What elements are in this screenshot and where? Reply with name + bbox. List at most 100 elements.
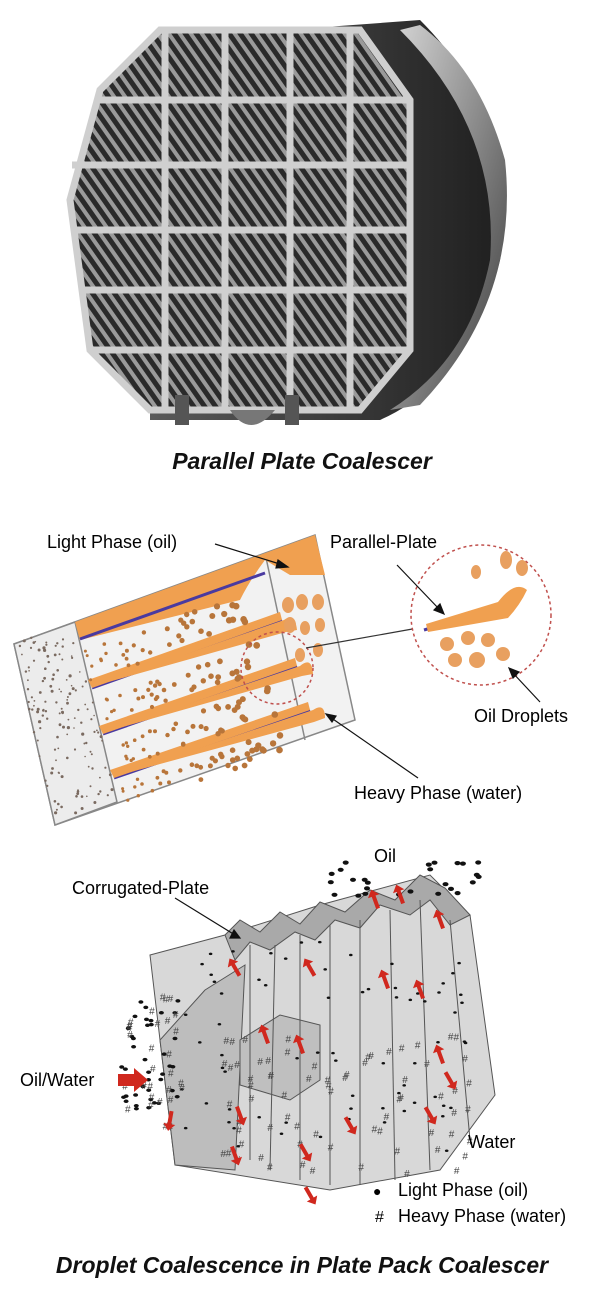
oil-dot bbox=[129, 1034, 135, 1039]
channel-droplet bbox=[104, 697, 108, 701]
inlet-droplet bbox=[99, 790, 102, 793]
inlet-droplet bbox=[44, 710, 48, 713]
inlet-droplet bbox=[84, 680, 88, 683]
water-mark: # bbox=[163, 1122, 169, 1133]
oil-dot bbox=[299, 941, 304, 944]
inlet-droplet bbox=[41, 714, 44, 717]
water-mark: # bbox=[286, 1035, 292, 1046]
water-mark: # bbox=[326, 1081, 332, 1092]
inlet-droplet bbox=[18, 644, 22, 648]
water-mark: # bbox=[168, 1095, 174, 1106]
channel-droplet bbox=[245, 739, 252, 746]
inlet-droplet bbox=[51, 767, 54, 770]
channel-droplet bbox=[131, 643, 136, 648]
water-mark: # bbox=[398, 1093, 404, 1104]
water-mark: # bbox=[227, 1100, 233, 1111]
magnifier-connector bbox=[305, 627, 419, 649]
channel-droplet bbox=[198, 724, 204, 730]
oil-dot bbox=[172, 1036, 178, 1041]
inlet-droplet bbox=[24, 670, 28, 673]
oil-dot bbox=[257, 1115, 262, 1119]
channel-droplet bbox=[236, 674, 243, 681]
channel-droplet bbox=[225, 762, 231, 769]
inlet-droplet bbox=[83, 742, 86, 745]
inlet-droplet bbox=[55, 759, 57, 762]
channel-droplet bbox=[140, 648, 145, 653]
inlet-droplet bbox=[51, 677, 55, 681]
inlet-droplet bbox=[46, 784, 49, 787]
inlet-droplet bbox=[47, 660, 50, 664]
inlet-droplet bbox=[58, 712, 61, 715]
inlet-droplet bbox=[32, 731, 36, 734]
magnifier-small bbox=[240, 631, 314, 705]
corrugated-plate-svg: ########################################… bbox=[20, 846, 566, 1226]
inlet-droplet bbox=[66, 701, 69, 705]
channel-droplet bbox=[131, 757, 135, 761]
water-mark: # bbox=[438, 1092, 444, 1103]
oil-dot bbox=[315, 1051, 320, 1054]
water-mark: # bbox=[248, 1074, 254, 1085]
oil-dot bbox=[148, 1022, 154, 1027]
water-mark: # bbox=[168, 1068, 174, 1079]
inlet-droplet bbox=[62, 725, 65, 729]
oil-dot bbox=[427, 867, 434, 872]
oil-dot bbox=[283, 957, 288, 960]
oil-dot bbox=[454, 891, 461, 896]
oil-dot bbox=[457, 961, 461, 965]
oil-dot bbox=[453, 1011, 457, 1014]
flow-arrow bbox=[443, 1071, 458, 1090]
channel-droplet bbox=[225, 617, 233, 624]
channel-droplet bbox=[179, 637, 185, 644]
oil-dot bbox=[431, 860, 438, 865]
water-mark: # bbox=[268, 1071, 274, 1082]
channel-droplet bbox=[83, 649, 87, 653]
grid-frame bbox=[66, 26, 414, 414]
channel-droplet bbox=[213, 603, 221, 610]
oil-dot bbox=[449, 1106, 453, 1110]
channel-droplet bbox=[253, 746, 260, 753]
inlet-droplet bbox=[60, 690, 62, 693]
inlet-droplet bbox=[73, 727, 75, 729]
oil-dot bbox=[334, 1059, 338, 1062]
channel-droplet bbox=[185, 729, 190, 735]
oil-dot bbox=[350, 1094, 355, 1098]
oil-dot bbox=[397, 1091, 401, 1095]
label-corrugated-plate: Corrugated-Plate bbox=[72, 878, 209, 898]
inlet-droplet bbox=[57, 747, 60, 750]
channel-droplet bbox=[124, 648, 129, 653]
inlet-droplet bbox=[70, 655, 73, 657]
water-mark: # bbox=[452, 1086, 458, 1097]
oil-dot bbox=[257, 978, 261, 981]
water-mark: # bbox=[141, 1081, 147, 1092]
inlet-droplet bbox=[96, 729, 98, 732]
inlet-droplet bbox=[27, 707, 31, 711]
water-mark: # bbox=[173, 1010, 179, 1021]
channel-droplet bbox=[171, 726, 176, 732]
oil-dot bbox=[142, 1057, 148, 1062]
water-mark: # bbox=[312, 1061, 318, 1072]
oil-dot bbox=[394, 996, 399, 999]
flow-arrow bbox=[292, 1034, 305, 1055]
water-mark: # bbox=[285, 1113, 291, 1124]
water-mark: # bbox=[395, 1146, 401, 1157]
channel-droplet bbox=[239, 696, 246, 703]
legend-text-water: Heavy Phase (water) bbox=[398, 1206, 566, 1226]
oil-dot bbox=[318, 940, 322, 944]
inlet-droplet bbox=[26, 688, 30, 691]
inlet-droplet bbox=[34, 640, 37, 643]
channel-droplet bbox=[167, 780, 171, 785]
channel-droplet bbox=[155, 679, 160, 684]
water-mark: # bbox=[127, 1021, 133, 1032]
oil-dot bbox=[161, 1052, 167, 1056]
channel-droplet bbox=[180, 742, 186, 747]
oil-dot bbox=[146, 1088, 152, 1092]
channel-droplet bbox=[155, 695, 160, 700]
oil-dot bbox=[133, 1106, 139, 1111]
inlet-droplet bbox=[56, 735, 59, 739]
inlet-droplet bbox=[77, 708, 80, 712]
water-mark: # bbox=[163, 994, 169, 1005]
inlet-droplet bbox=[80, 807, 84, 810]
oil-dot bbox=[175, 999, 181, 1003]
separator-box bbox=[13, 534, 356, 827]
oil-dot bbox=[390, 962, 394, 966]
